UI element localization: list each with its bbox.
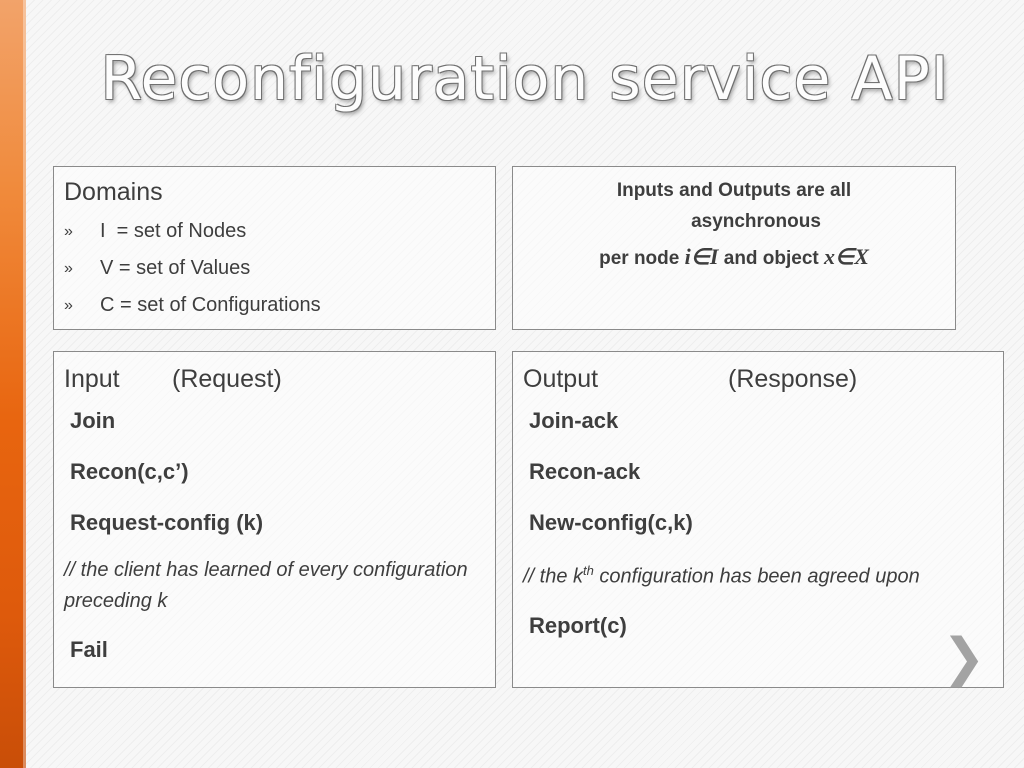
output-report: Report(c) — [529, 612, 627, 638]
bullet-icon: » — [64, 223, 73, 240]
input-recon: Recon(c,c’) — [70, 459, 189, 484]
input-heading-sub: (Request) — [172, 365, 282, 393]
input-heading: Input (Request) — [64, 362, 485, 396]
io-note-prefix: per node — [599, 248, 685, 269]
output-join-ack: Join-ack — [529, 408, 619, 433]
output-comment-sup: th — [583, 563, 594, 578]
slide-title: Reconfiguration service API — [100, 44, 950, 114]
node-set-math: i∈I — [684, 244, 719, 269]
output-comment: // the kth configuration has been agreed… — [523, 555, 993, 593]
bullet-icon: » — [64, 260, 73, 277]
input-fail: Fail — [70, 637, 108, 662]
io-note-box: Inputs and Outputs are all asynchronous … — [512, 166, 956, 330]
output-comment-suffix: configuration has been agreed upon — [593, 565, 920, 588]
input-join: Join — [70, 408, 116, 433]
input-box: Input (Request) Join Recon(c,c’) Request… — [53, 351, 496, 688]
io-note-mid: and object — [718, 248, 825, 269]
io-note-line3: per node i∈I and object x∈X — [523, 237, 945, 279]
output-box: Output (Response) Join-ack Recon-ack New… — [512, 351, 1004, 688]
input-request-config: Request-config (k) — [70, 510, 264, 535]
domain-item: » C = set of Configurations — [64, 287, 485, 324]
domain-item-text: I = set of Nodes — [100, 220, 247, 242]
accent-sidebar — [0, 0, 26, 768]
input-heading-label: Input — [64, 365, 120, 393]
output-heading: Output (Response) — [523, 362, 993, 396]
output-recon-ack: Recon-ack — [529, 459, 641, 484]
output-heading-label: Output — [523, 365, 599, 393]
domain-item-text: V = set of Values — [100, 257, 251, 279]
input-comment: // the client has learned of every confi… — [64, 559, 468, 612]
object-set-math: x∈X — [824, 244, 869, 269]
next-slide-chevron-icon[interactable]: ❯ — [942, 628, 986, 688]
output-new-config: New-config(c,k) — [529, 510, 693, 535]
output-heading-sub: (Response) — [728, 365, 858, 393]
output-comment-prefix: // the k — [523, 565, 584, 588]
bullet-icon: » — [64, 297, 73, 314]
io-note-line1: Inputs and Outputs are all — [616, 180, 852, 201]
io-note-line2: asynchronous — [691, 211, 821, 232]
domains-box: Domains » I = set of Nodes » V = set of … — [53, 166, 496, 330]
domains-heading: Domains — [64, 178, 163, 206]
domain-item-text: C = set of Configurations — [100, 294, 321, 316]
domain-item: » I = set of Nodes — [64, 213, 485, 250]
domain-item: » V = set of Values — [64, 250, 485, 287]
